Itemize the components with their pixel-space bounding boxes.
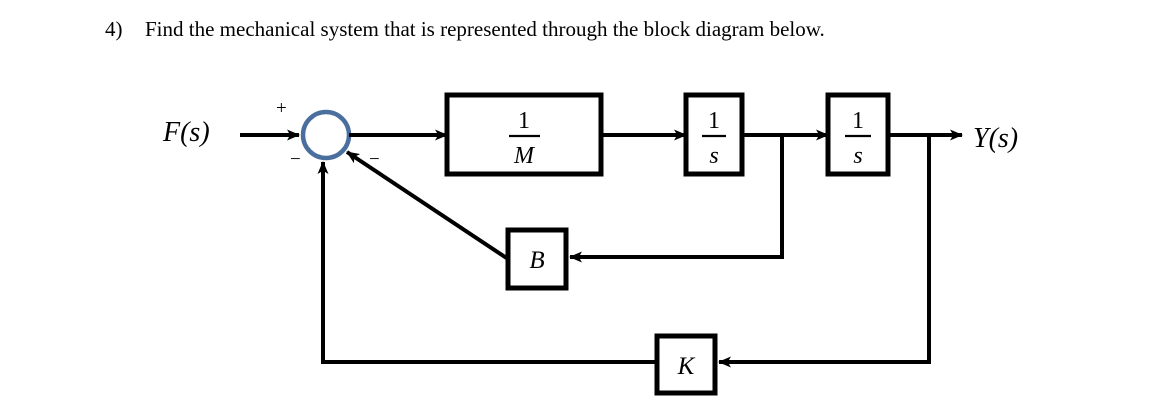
block-gain-1-over-M: [444, 92, 604, 177]
question-text: Find the mechanical system that is repre…: [145, 17, 825, 41]
sum-sign-minus-right: −: [369, 149, 380, 170]
block-integrator-1-denominator: s: [709, 143, 718, 169]
wire-output-tap-to-spring: [718, 135, 931, 368]
question-prompt: 4) Find the mechanical system that is rep…: [105, 16, 1145, 42]
question-number: 4): [105, 17, 123, 41]
summing-junction: [300, 109, 352, 161]
block-spring-gain-K-label: K: [677, 353, 696, 380]
block-integrator-2-denominator: s: [853, 143, 862, 169]
wire-damper-to-sum: [345, 150, 510, 261]
block-gain-1-over-M-denominator: M: [513, 143, 536, 169]
wire-spring-to-sum: [317, 161, 657, 364]
input-signal-label: F(s): [162, 117, 210, 148]
block-integrator-1-numerator: 1: [708, 108, 720, 134]
block-gain-1-over-M-numerator: 1: [518, 108, 530, 134]
block-integrator-1: [683, 92, 745, 177]
sum-sign-minus-left: −: [290, 149, 301, 170]
wire-velocity-tap-to-damper: [569, 135, 784, 263]
output-signal-label: Y(s): [973, 123, 1018, 154]
sum-sign-plus: +: [276, 98, 287, 119]
block-spring-gain-K: [654, 333, 718, 396]
block-damper-gain-B-label: B: [529, 247, 544, 274]
block-integrator-2-numerator: 1: [852, 108, 864, 134]
